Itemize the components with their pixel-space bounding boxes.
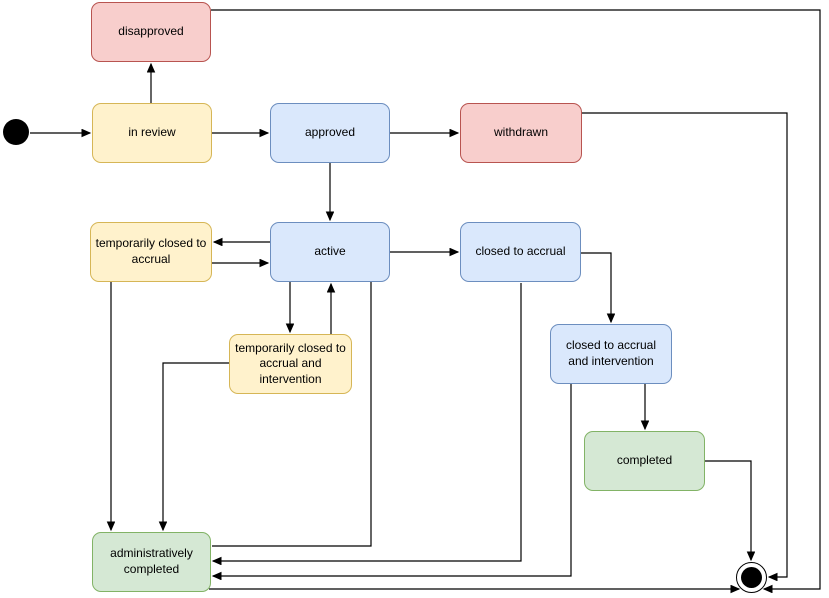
edge-active-to-administratively-completed: [212, 282, 372, 547]
state-administratively-completed: administratively completed: [92, 532, 211, 592]
final-state-node: [736, 562, 767, 593]
edge-closed-to-accrual-to-administratively-completed: [213, 283, 522, 561]
edge-completed-to-end: [705, 460, 751, 560]
initial-state-node: [3, 119, 29, 145]
edge-closed-to-accrual-and-intervention-to-administratively-completed: [213, 384, 572, 576]
state-temporarily-closed-to-accrual-and-intervention: temporarily closed to accrual and interv…: [229, 334, 352, 394]
edge-disapproved-to-end: [211, 9, 821, 589]
edge-closed-to-accrual-to-closed-to-accrual-and-intervention: [581, 252, 611, 322]
state-disapproved: disapproved: [91, 2, 211, 62]
state-temporarily-closed-to-accrual: temporarily closed to accrual: [90, 222, 212, 282]
final-state-inner-dot: [741, 567, 762, 588]
state-withdrawn: withdrawn: [460, 103, 582, 163]
state-closed-to-accrual-and-intervention: closed to accrual and intervention: [550, 324, 672, 384]
state-approved: approved: [270, 103, 390, 163]
edge-withdrawn-to-end: [582, 112, 788, 577]
edge-temporarily-closed-to-accrual-and-intervention-to-administratively-completed: [163, 362, 229, 530]
state-closed-to-accrual: closed to accrual: [460, 222, 581, 282]
state-completed: completed: [584, 431, 705, 491]
state-active: active: [270, 222, 390, 282]
state-in-review: in review: [92, 103, 212, 163]
